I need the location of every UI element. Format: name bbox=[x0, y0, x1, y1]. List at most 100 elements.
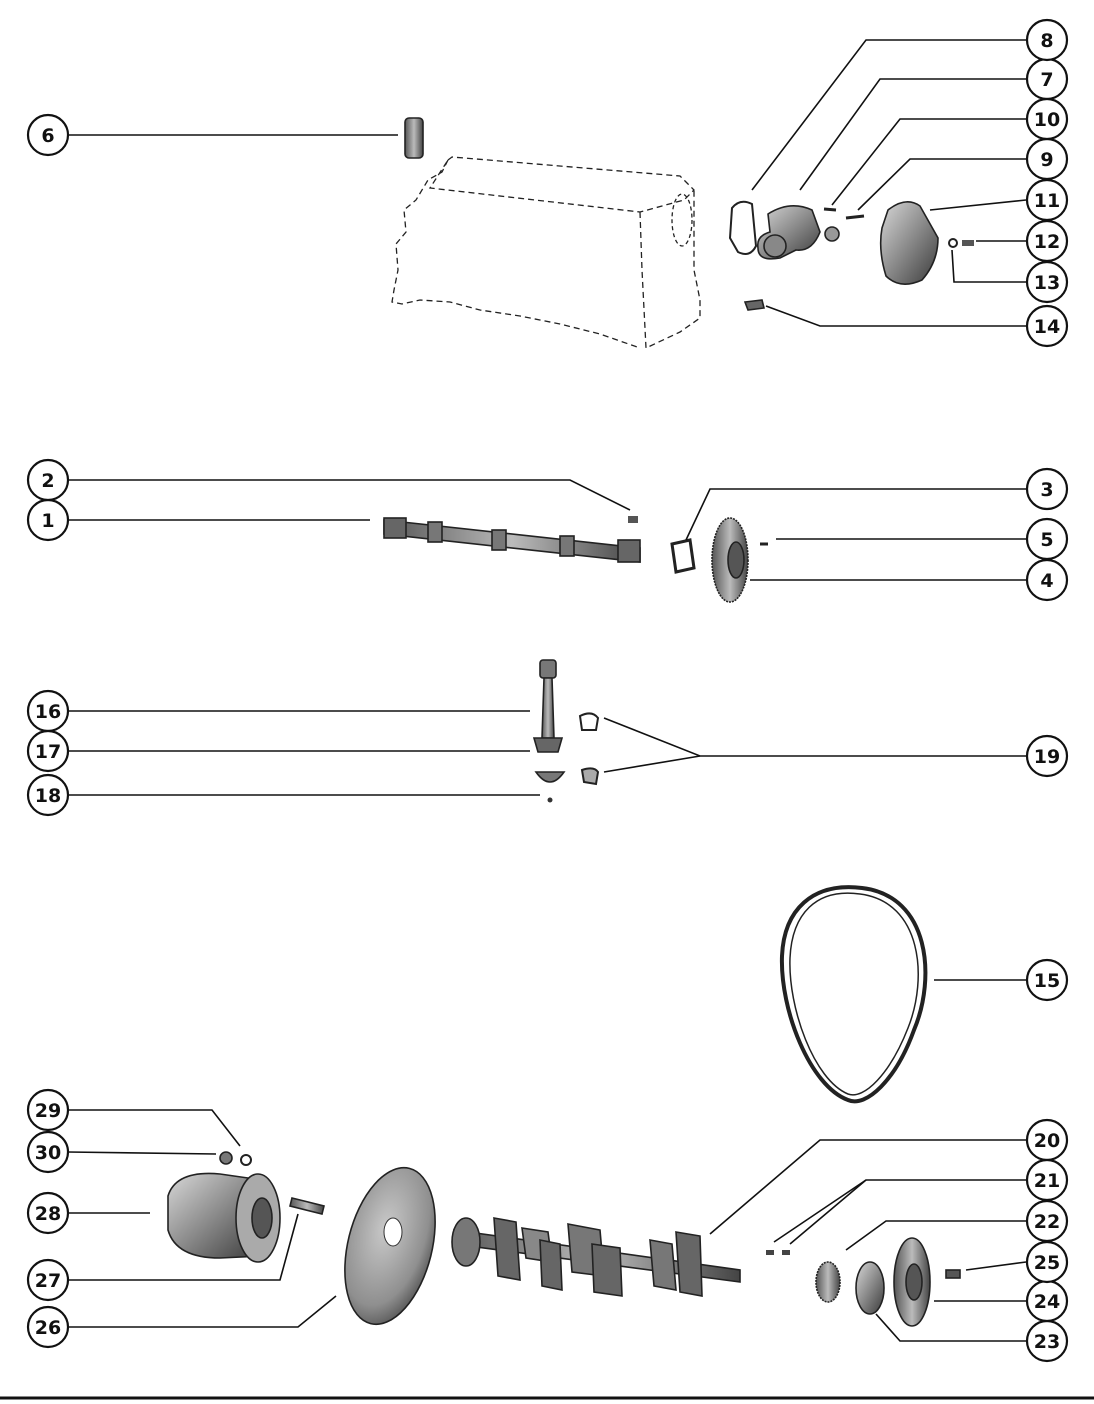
callout-circle bbox=[26, 1305, 70, 1349]
callout-7: 7 bbox=[1025, 57, 1069, 101]
callout-28: 28 bbox=[26, 1191, 70, 1235]
callout-1: 1 bbox=[26, 498, 70, 542]
callout-27: 27 bbox=[26, 1258, 70, 1302]
stud-part-27 bbox=[289, 1197, 325, 1215]
leader-25 bbox=[965, 1261, 1027, 1271]
washer-part-13 bbox=[948, 238, 958, 248]
callout-23: 23 bbox=[1025, 1319, 1069, 1363]
callout-number: 9 bbox=[1040, 149, 1053, 171]
callout-circle bbox=[26, 773, 70, 817]
leader-26 bbox=[68, 1295, 337, 1328]
callout-number: 10 bbox=[1034, 109, 1060, 131]
callout-3: 3 bbox=[1025, 467, 1069, 511]
callout-circle bbox=[1025, 734, 1069, 778]
leader-10 bbox=[831, 118, 1026, 206]
callout-number: 19 bbox=[1034, 746, 1060, 768]
bearing-lower-part-19 bbox=[580, 767, 600, 786]
screw-part-12 bbox=[962, 240, 974, 246]
callout-30: 30 bbox=[26, 1130, 70, 1174]
leader-21b bbox=[789, 1179, 867, 1245]
leader-19a bbox=[603, 717, 1026, 757]
leader-11 bbox=[929, 199, 1027, 211]
callout-circle bbox=[26, 1088, 70, 1132]
callout-number: 16 bbox=[35, 701, 61, 723]
callout-circle bbox=[1025, 304, 1069, 348]
leader-21a bbox=[773, 1179, 1026, 1243]
bolt-part-9 bbox=[845, 214, 865, 220]
callout-circle bbox=[26, 729, 70, 773]
callout-circle bbox=[1025, 97, 1069, 141]
crankshaft-part-20 bbox=[451, 1217, 741, 1297]
leader-9 bbox=[857, 158, 1026, 211]
callout-number: 20 bbox=[1034, 1130, 1060, 1152]
callout-22: 22 bbox=[1025, 1199, 1069, 1243]
callout-number: 24 bbox=[1034, 1291, 1060, 1313]
leader-23 bbox=[875, 1313, 1026, 1342]
callout-20: 20 bbox=[1025, 1118, 1069, 1162]
callout-number: 23 bbox=[1034, 1331, 1060, 1353]
callout-circle bbox=[1025, 18, 1069, 62]
callout-number: 4 bbox=[1040, 570, 1053, 592]
connecting-rod-part-16 bbox=[539, 659, 557, 739]
leader-27 bbox=[68, 1213, 299, 1281]
callout-11: 11 bbox=[1025, 178, 1069, 222]
keys-part-21 bbox=[766, 1250, 790, 1255]
callout-number: 2 bbox=[41, 470, 54, 492]
washer-part-29 bbox=[240, 1154, 252, 1166]
belt-part-15 bbox=[779, 885, 928, 1104]
callout-circle bbox=[26, 1258, 70, 1302]
flywheel-part-26 bbox=[344, 1166, 436, 1326]
callout-number: 30 bbox=[35, 1142, 61, 1164]
camshaft-part-1 bbox=[383, 517, 641, 563]
callout-circle bbox=[1025, 260, 1069, 304]
coupler-housing-part-28 bbox=[167, 1172, 281, 1263]
callout-number: 14 bbox=[1034, 316, 1060, 338]
leader-13 bbox=[951, 249, 1026, 283]
callout-circle bbox=[26, 458, 70, 502]
hub-part-23 bbox=[855, 1261, 885, 1315]
camshaft-gear-part-4 bbox=[711, 517, 749, 603]
pulley-part-24 bbox=[893, 1237, 931, 1327]
callout-12: 12 bbox=[1025, 219, 1069, 263]
bearing-upper-part-19 bbox=[578, 712, 600, 731]
key-part-2 bbox=[628, 516, 638, 523]
callout-number: 11 bbox=[1034, 190, 1060, 212]
rod-cap-part-17 bbox=[532, 737, 564, 753]
callout-9: 9 bbox=[1025, 137, 1069, 181]
callout-number: 27 bbox=[35, 1270, 61, 1292]
callout-21: 21 bbox=[1025, 1158, 1069, 1202]
callout-26: 26 bbox=[26, 1305, 70, 1349]
callout-17: 17 bbox=[26, 729, 70, 773]
engine-block-outline bbox=[391, 156, 701, 350]
callout-number: 25 bbox=[1034, 1252, 1060, 1274]
callout-number: 18 bbox=[35, 785, 61, 807]
leader-2 bbox=[68, 479, 631, 511]
callout-15: 15 bbox=[1025, 958, 1069, 1002]
callout-5: 5 bbox=[1025, 517, 1069, 561]
callout-16: 16 bbox=[26, 689, 70, 733]
clip-part-14 bbox=[743, 299, 765, 311]
leader-lines bbox=[67, 39, 1027, 1342]
callout-number: 22 bbox=[1034, 1211, 1060, 1233]
callout-circle bbox=[1025, 958, 1069, 1002]
bolt-part-10 bbox=[823, 207, 837, 212]
callout-number: 8 bbox=[1040, 30, 1053, 52]
callout-number: 29 bbox=[35, 1100, 61, 1122]
gasket-part-8 bbox=[728, 200, 758, 255]
callout-number: 26 bbox=[35, 1317, 61, 1339]
callout-number: 28 bbox=[35, 1203, 61, 1225]
leader-8 bbox=[751, 39, 1026, 191]
callout-number: 1 bbox=[41, 510, 54, 532]
leader-14 bbox=[765, 305, 1026, 327]
callout-circle bbox=[1025, 467, 1069, 511]
leader-19b bbox=[603, 755, 701, 773]
callout-number: 3 bbox=[1040, 479, 1053, 501]
bolt-part-25 bbox=[945, 1269, 961, 1279]
nut-part-30 bbox=[219, 1151, 233, 1165]
leader-22 bbox=[845, 1220, 1026, 1251]
callout-number: 21 bbox=[1034, 1170, 1060, 1192]
callout-13: 13 bbox=[1025, 260, 1069, 304]
callout-number: 5 bbox=[1040, 529, 1053, 551]
rod-cap-nut-part-18 bbox=[534, 771, 566, 803]
callout-number: 7 bbox=[1040, 69, 1053, 91]
